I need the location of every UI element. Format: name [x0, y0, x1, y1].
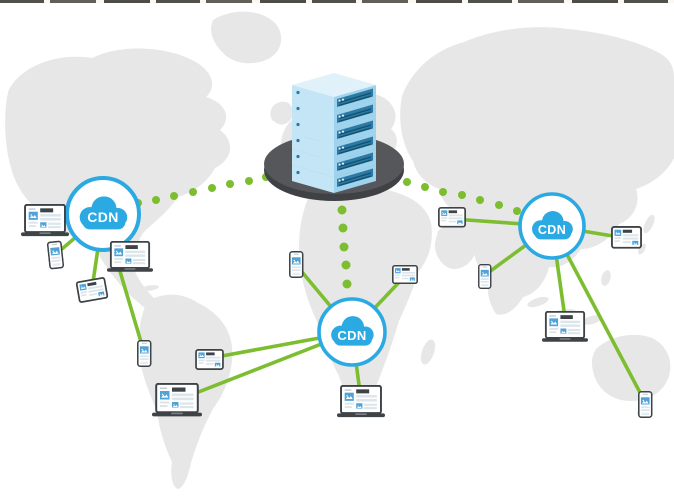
cdn-node-west: CDN [65, 176, 141, 252]
island-sumatra [527, 296, 549, 308]
island-japan-2 [638, 243, 646, 255]
top-edge-artifact [0, 0, 674, 3]
cdn-node-label: CDN [337, 328, 366, 343]
device-laptop-1 [21, 205, 69, 236]
device-smartphone-1 [47, 241, 63, 269]
island-japan-1 [643, 214, 655, 234]
device-smartphone-3 [290, 252, 303, 277]
device-laptop-3 [152, 384, 202, 417]
device-tablet-5 [612, 227, 641, 248]
island-greenland [211, 11, 282, 64]
device-laptop-5 [542, 312, 588, 342]
cdn-node-label: CDN [87, 209, 119, 225]
origin-server [264, 73, 404, 201]
device-smartphone-4 [479, 265, 491, 289]
backbone-dotted-central [337, 205, 352, 289]
island-madagascar [420, 339, 436, 365]
device-tablet-4 [439, 208, 465, 227]
cdn-node-central: CDN [317, 297, 387, 367]
island-new-guinea [582, 315, 602, 325]
continent-australia [591, 334, 671, 401]
device-tablet-2 [393, 266, 417, 283]
island-uk [270, 101, 294, 125]
device-tablet-1 [76, 278, 107, 303]
continent-asia [400, 27, 674, 315]
islands-caribbean [141, 285, 159, 291]
device-tablet-3 [196, 350, 223, 369]
backbone-dotted-east [403, 178, 521, 215]
island-philippines [601, 270, 611, 286]
device-smartphone-5 [639, 392, 652, 417]
device-smartphone-2 [138, 341, 151, 366]
server-rack [292, 73, 376, 193]
device-laptop-2 [107, 242, 153, 272]
cdn-node-east: CDN [518, 192, 586, 260]
device-laptop-4 [337, 386, 385, 417]
cdn-node-label: CDN [538, 223, 566, 237]
